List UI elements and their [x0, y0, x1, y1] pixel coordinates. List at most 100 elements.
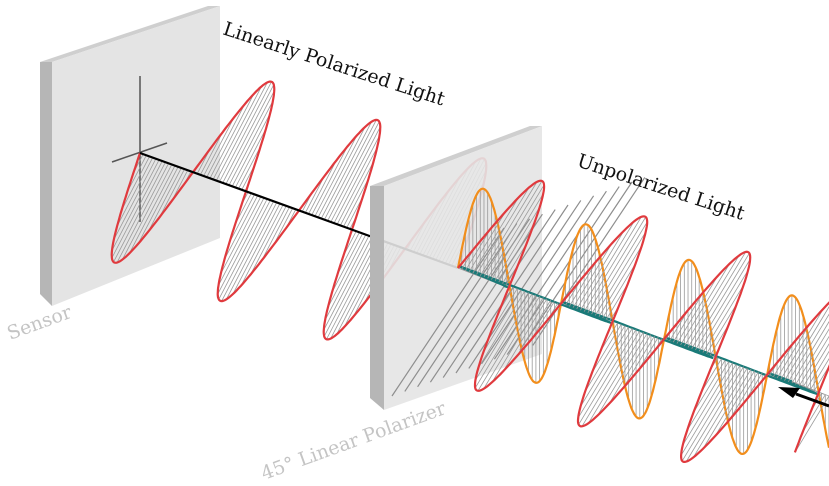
unpolarized-red-wave-hatch-line	[516, 299, 552, 357]
linear-red-wave-hatch-line	[203, 117, 235, 177]
linear-red-wave-hatch-line	[224, 195, 259, 260]
unpolarized-red-wave-hatch-line	[498, 223, 535, 283]
unpolarized-red-wave-hatch-line	[502, 298, 548, 372]
linear-red-wave-hatch-line	[317, 126, 366, 218]
sensor-axes	[111, 76, 168, 222]
unpolarized-red-wave-hatch-line	[706, 303, 738, 354]
linear-red-wave-hatch-line	[231, 113, 271, 187]
polarizer-grating-lines	[391, 177, 646, 397]
linear-red-wave-hatch-line	[323, 237, 376, 337]
unpolarized-red-wave-hatch-line	[477, 294, 537, 392]
unpolarized-red-wave-hatch-line	[468, 211, 506, 273]
unpolarized-red-wave-hatch	[461, 180, 829, 462]
unpolarized-red-wave-hatch-line	[483, 289, 522, 353]
unpolarized-red-wave-hatch-line	[580, 221, 635, 311]
unpolarized-red-wave-hatch-line	[784, 306, 829, 381]
unpolarized-red-wave-hatch-line	[681, 365, 741, 462]
unpolarized-red-wave-hatch-line	[494, 206, 541, 282]
unpolarized-red-wave-hatch-line	[483, 295, 540, 390]
unpolarized-red-wave-hatch-line	[687, 251, 746, 348]
linear-red-wave-hatch-line	[250, 205, 287, 275]
unpolarized-red-wave-hatch-line	[714, 370, 756, 437]
unpolarized-red-wave-hatch-line	[479, 181, 538, 276]
linear-red-wave-hatch-line	[215, 82, 268, 181]
unpolarized-red-wave-hatch-line	[685, 366, 745, 462]
unpolarized-red-wave-hatch-line	[776, 323, 811, 379]
unpolarized-red-wave-hatch-line	[584, 325, 626, 392]
grating-line	[404, 223, 518, 392]
unpolarized-red-wave-hatch-line	[780, 308, 824, 380]
unpolarized-red-wave-curve	[457, 179, 829, 463]
linear-red-wave-hatch-line	[212, 86, 262, 180]
grating-line	[532, 177, 646, 346]
linear-red-wave-hatch-line	[261, 206, 290, 261]
unpolarized-red-wave-hatch-line	[576, 230, 625, 310]
linear-red-wave-hatch-line	[228, 100, 274, 186]
unpolarized-red-wave-hatch-line	[602, 263, 636, 319]
grating-line	[455, 204, 569, 374]
unpolarized-red-wave-hatch-line	[491, 193, 544, 280]
unpolarized-red-wave-hatch-line	[594, 231, 647, 316]
linear-red-wave-hatch-line	[225, 90, 275, 185]
linear-red-wave-hatch-line	[320, 121, 372, 219]
linear-red-wave-hatch-line	[126, 155, 147, 193]
unpolarized-label: Unpolarized Light	[574, 150, 747, 225]
linear-red-wave-hatch-line	[327, 121, 380, 222]
unpolarized-red-wave-hatch-line	[691, 253, 750, 349]
unpolarized-red-wave-hatch-line	[693, 359, 726, 413]
unpolarized-red-wave-hatch-line	[502, 243, 527, 284]
linear-red-wave-hatch-line	[206, 104, 246, 178]
linear-red-wave-hatch-line	[116, 157, 154, 227]
linear-red-wave-hatch-line	[137, 166, 179, 245]
linear-red-wave-hatch-line	[113, 162, 166, 263]
unpolarized-red-wave-hatch-line	[472, 197, 519, 274]
unpolarized-red-wave-hatch-line	[475, 292, 529, 381]
polarizer-label: 45° Linear Polarizer	[258, 397, 449, 485]
linear-red-wave-hatch-line	[121, 156, 150, 211]
unpolarized-red-wave-hatch-line	[491, 297, 544, 383]
unpolarized-red-wave-hatch-line	[490, 288, 518, 333]
linear-red-wave-hatch-line	[327, 234, 367, 308]
linear-red-wave-hatch-line	[333, 135, 380, 224]
unpolarized-red-wave-hatch-line	[581, 330, 641, 427]
linear-red-wave-hatch-line	[222, 84, 275, 184]
sensor-label: Sensor	[4, 301, 75, 345]
unpolarized-red-wave-hatch-line	[686, 361, 730, 431]
unpolarized-red-wave-hatch-line	[791, 321, 829, 384]
linear-red-wave-hatch-line	[116, 163, 169, 263]
unpolarized-red-wave-hatch-line	[598, 245, 643, 317]
linear-red-wave-hatch-line	[113, 158, 157, 240]
linear-red-wave-hatch-line	[121, 164, 173, 260]
linear-red-wave-hatch-line	[311, 146, 348, 216]
unpolarized-red-wave-hatch-line	[568, 259, 598, 307]
incoming-arrow	[778, 387, 829, 408]
linear-red-wave-hatch-line	[339, 161, 374, 226]
linear-red-wave-hatch-line	[314, 135, 358, 217]
unpolarized-red-wave-hatch-line	[798, 335, 829, 386]
sensor-axis-horizontal	[111, 142, 168, 163]
unpolarized-red-wave-hatch-line	[583, 216, 642, 312]
unpolarized-red-wave-hatch-line	[474, 293, 533, 389]
grating-line	[519, 181, 633, 351]
unpolarized-red-wave-hatch-line	[787, 313, 829, 383]
linear-red-wave-hatch-line	[308, 160, 337, 215]
linear-red-wave-hatch-line	[326, 239, 379, 340]
linear-red-wave-hatch-line	[218, 199, 271, 300]
unpolarized-red-wave-hatch-line	[577, 327, 633, 419]
grating-line	[481, 195, 595, 365]
unpolarized-red-wave-hatch-line	[680, 363, 737, 456]
sensor-panel-side	[40, 62, 52, 306]
unpolarized-red-wave-hatch-line	[578, 329, 637, 425]
linear-red-wave-hatch-line	[159, 168, 185, 218]
unpolarized-red-wave-hatch-line	[597, 333, 648, 416]
unpolarized-red-wave-hatch-line	[702, 284, 744, 353]
unpolarized-red-wave-hatch-line	[692, 367, 748, 458]
linear-red-wave-hatch-line	[111, 159, 160, 251]
linear-red-wave-hatch-line	[220, 196, 262, 274]
unpolarized-red-wave-hatch-line	[487, 184, 545, 279]
linear-red-wave-hatch-line	[232, 203, 281, 295]
linear-red-wave-hatch-line	[240, 204, 284, 286]
linear-red-wave-hatch-line	[336, 232, 360, 276]
polarizer-panel-top	[370, 126, 542, 186]
